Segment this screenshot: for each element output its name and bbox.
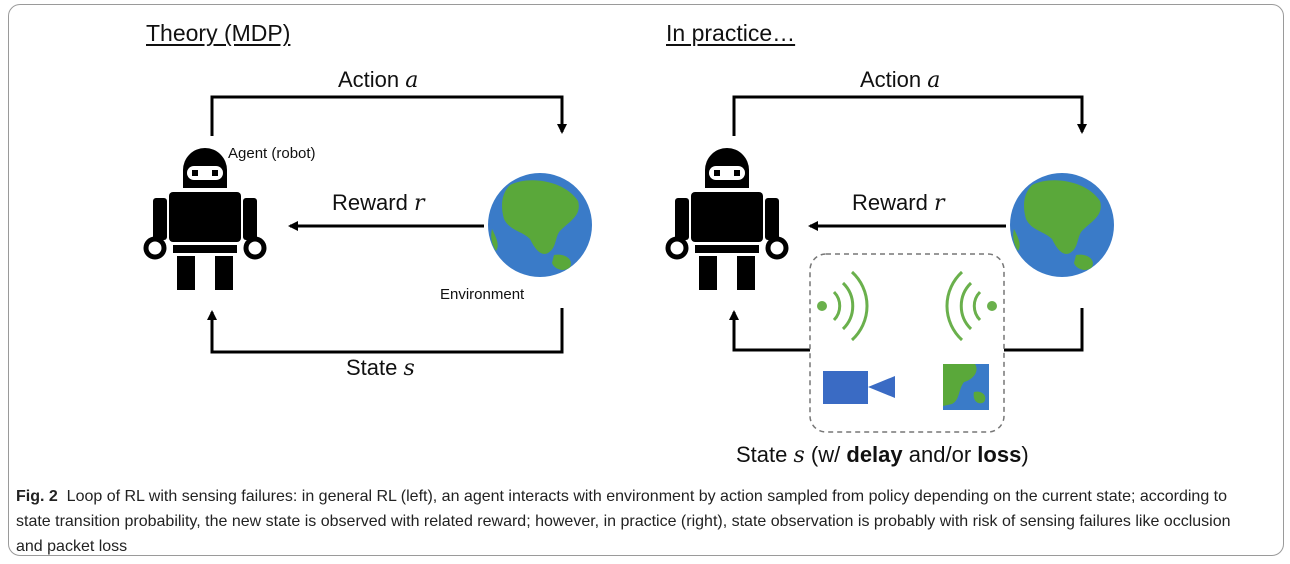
- right-state-label: State s (w/ delay and/or loss): [736, 442, 1029, 468]
- right-heading: In practice…: [666, 20, 796, 46]
- signal-right-icon: [945, 270, 997, 342]
- left-reward-label: Reward r: [332, 190, 425, 216]
- camera-icon: [823, 371, 895, 404]
- left-globe-icon: [488, 173, 592, 277]
- left-action-arrow: [210, 95, 567, 136]
- sensing-box: [809, 253, 1005, 433]
- signal-left-icon: [817, 270, 869, 342]
- figure-number: Fig. 2: [16, 488, 58, 505]
- left-action-label: Action a: [338, 67, 419, 93]
- left-state-arrow: [207, 308, 564, 354]
- figure-frame: [8, 4, 1284, 556]
- caption-text: Loop of RL with sensing failures: in gen…: [16, 488, 1231, 555]
- right-reward-label: Reward r: [852, 190, 945, 216]
- figure-caption: Fig. 2 Loop of RL with sensing failures:…: [16, 484, 1256, 559]
- right-robot-icon: [668, 148, 786, 290]
- right-globe-icon: [1010, 173, 1114, 277]
- left-heading: Theory (MDP): [146, 20, 291, 46]
- right-state-arrow: [729, 308, 1084, 352]
- right-action-arrow: [732, 95, 1087, 136]
- agent-label: Agent (robot): [228, 145, 316, 162]
- right-action-label: Action a: [860, 67, 941, 93]
- left-state-label: State s: [346, 355, 415, 381]
- map-image-icon: [943, 364, 989, 410]
- environment-label: Environment: [440, 286, 525, 303]
- left-robot-icon: [146, 148, 264, 290]
